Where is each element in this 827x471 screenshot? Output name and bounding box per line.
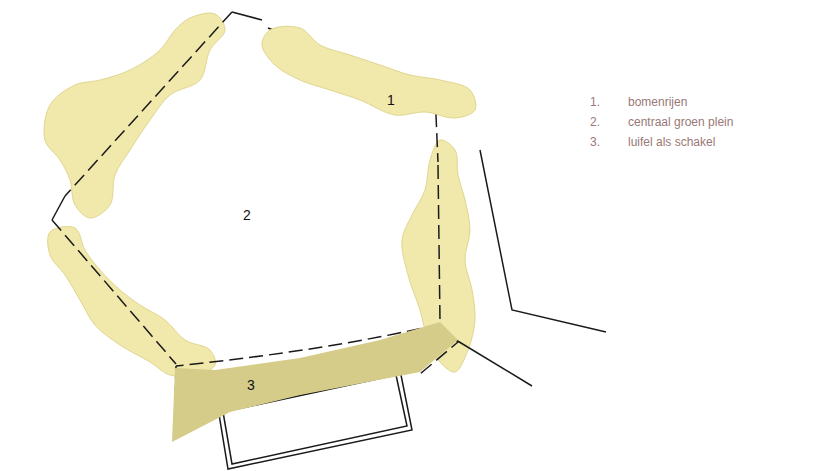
- callout-number: 2: [243, 208, 251, 222]
- dashed-boundary: [65, 12, 232, 196]
- legend-number: 2.: [590, 116, 600, 128]
- callout-number: 1: [387, 93, 395, 107]
- boundary-link: [52, 196, 65, 220]
- legend-number: 3.: [590, 136, 600, 148]
- boundary-link: [232, 12, 262, 20]
- legend-text: luifel als schakel: [628, 136, 715, 148]
- tree-row: [44, 13, 225, 218]
- canopy-band-outline: [165, 315, 465, 450]
- dashed-boundary: [438, 165, 440, 322]
- canopy-band: 3: [165, 315, 465, 450]
- callout-number: 3: [247, 378, 255, 392]
- legend-number: 1.: [590, 96, 600, 108]
- building-outline: [456, 340, 532, 386]
- tree-row-outline: [255, 20, 485, 125]
- building-outline: [480, 150, 606, 332]
- tree-row-fill: [262, 26, 476, 118]
- tree-row: 1: [255, 20, 485, 125]
- tree-row: [48, 227, 216, 377]
- legend-text: centraal groen plein: [628, 116, 733, 128]
- canopy-band-fill: [172, 322, 458, 442]
- legend-text: bomenrijen: [628, 96, 687, 108]
- dashed-boundary: [52, 220, 176, 364]
